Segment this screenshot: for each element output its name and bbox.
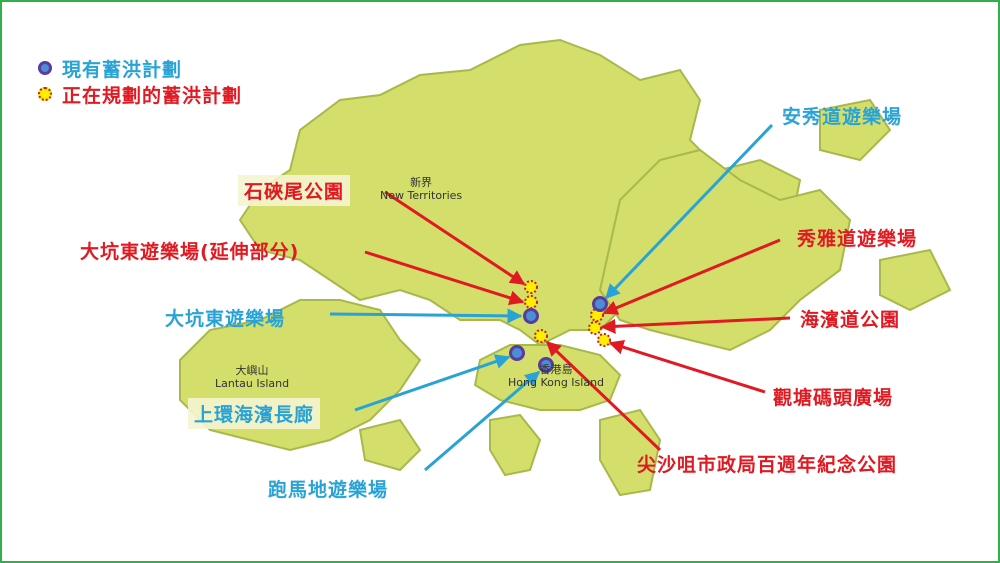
label-shek-kip-mei: 石硤尾公園 xyxy=(238,175,351,206)
legend-existing: 現有蓄洪計劃 xyxy=(38,55,242,81)
arrow-shek-kip-mei xyxy=(384,190,526,286)
legend-planned: 正在規劃的蓄洪計劃 xyxy=(38,81,242,107)
marker-existing-happy-valley xyxy=(538,357,554,373)
nt-zh: 新界 xyxy=(410,176,433,189)
lantau-zh: 大嶼山 xyxy=(235,364,269,377)
label-on-sau-road: 安秀道遊樂場 xyxy=(782,106,903,128)
label-sheung-wan: 上環海濱長廊 xyxy=(188,398,321,429)
arrow-sau-nga-road xyxy=(602,238,781,315)
lamma-land xyxy=(489,413,542,477)
hki-zh: 香港島 xyxy=(539,363,573,376)
label-sau-nga-road: 秀雅道遊樂場 xyxy=(797,228,918,250)
label-kwun-tong-pier: 觀塘碼頭廣場 xyxy=(773,387,894,409)
island-4 xyxy=(879,248,952,312)
arrow-happy-valley xyxy=(424,370,541,472)
island-3 xyxy=(819,98,892,162)
legend-planned-label: 正在規劃的蓄洪計劃 xyxy=(62,84,243,107)
marker-planned-tsim-sha-tsui xyxy=(534,329,548,343)
island-1 xyxy=(599,408,662,497)
existing-marker-icon xyxy=(38,61,52,75)
arrow-kwun-tong-pier xyxy=(608,339,766,394)
marker-existing-sheung-wan xyxy=(509,345,525,361)
marker-planned-kwun-tong-pier xyxy=(597,333,611,347)
land-masses xyxy=(179,38,952,497)
arrow-tai-hang-tung-ext xyxy=(364,250,525,306)
arrows xyxy=(329,123,791,472)
hki-en: Hong Kong Island xyxy=(508,376,605,389)
arrow-sheung-wan xyxy=(354,354,511,412)
hong-kong-island-land xyxy=(473,344,622,411)
marker-existing-on-sau-road xyxy=(592,296,608,312)
marker-planned-shek-kip-mei xyxy=(524,280,538,294)
label-happy-valley: 跑馬地遊樂場 xyxy=(268,479,389,501)
markers xyxy=(509,280,611,373)
label-hoi-bun-road: 海濱道公園 xyxy=(800,309,901,331)
label-tsim-sha-tsui: 尖沙咀市政局百週年紀念公園 xyxy=(637,454,898,476)
marker-existing-tai-hang-tung xyxy=(523,308,539,324)
island-2 xyxy=(358,418,422,472)
arrow-tsim-sha-tsui xyxy=(545,340,662,452)
lantau-en: Lantau Island xyxy=(215,377,290,390)
arrow-hoi-bun-road xyxy=(600,316,791,334)
legend-existing-label: 現有蓄洪計劃 xyxy=(62,58,183,81)
nt-en: New Territories xyxy=(380,189,463,202)
arrow-tai-hang-tung xyxy=(329,308,523,324)
legend: 現有蓄洪計劃 正在規劃的蓄洪計劃 xyxy=(38,55,242,107)
planned-marker-icon xyxy=(38,87,52,101)
marker-planned-hoi-bun-road xyxy=(588,321,602,335)
label-tai-hang-tung-ext: 大坑東遊樂場(延伸部分) xyxy=(80,241,300,263)
arrow-on-sau-road xyxy=(604,123,774,300)
label-tai-hang-tung: 大坑東遊樂場 xyxy=(165,308,286,330)
